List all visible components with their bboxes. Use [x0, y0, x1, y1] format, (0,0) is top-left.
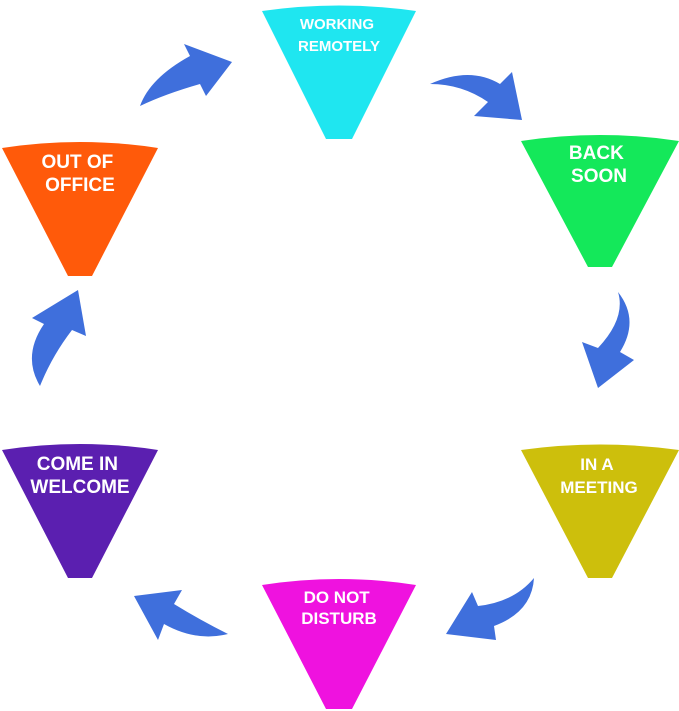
stage-label-line: DO NOT: [304, 588, 371, 607]
stage-label-line: REMOTELY: [298, 38, 380, 55]
stage-label-line: WELCOME: [30, 477, 129, 498]
stage-in-a-meeting: IN A MEETING: [521, 444, 679, 578]
stage-label: COME IN WELCOME: [30, 454, 129, 498]
stage-label: OUT OF OFFICE: [41, 152, 118, 196]
stage-label: WORKING REMOTELY: [298, 16, 380, 55]
stage-label-line: DISTURB: [301, 609, 377, 628]
stage-label-line: OUT OF: [41, 152, 113, 173]
arrow-icon: [31, 290, 86, 386]
wedge-shape: [521, 135, 679, 267]
stage-label: IN A MEETING: [560, 455, 637, 497]
stage-label-line: IN A: [580, 455, 613, 474]
arrow-icon: [430, 72, 522, 120]
stage-label-line: MEETING: [560, 478, 637, 497]
stage-working-remotely: WORKING REMOTELY: [262, 5, 416, 139]
wedge-shape: [2, 444, 158, 578]
stage-label-line: COME IN: [37, 454, 118, 475]
stage-label-line: SOON: [571, 166, 627, 187]
arrow-icon: [140, 44, 232, 106]
stage-label: DO NOT DISTURB: [301, 588, 377, 628]
cycle-arrows: [31, 44, 634, 640]
stage-label-line: WORKING: [300, 16, 374, 33]
wedge-shape: [262, 579, 416, 709]
stage-label-line: OFFICE: [45, 175, 115, 196]
arrow-icon: [134, 590, 228, 640]
wedge-shape: [521, 444, 679, 578]
arrow-icon: [446, 578, 534, 640]
wedge-shape: [2, 142, 158, 276]
wedge-shape: [262, 5, 416, 139]
stage-out-of-office: OUT OF OFFICE: [2, 142, 158, 276]
stage-label: BACK SOON: [569, 143, 629, 187]
stage-back-soon: BACK SOON: [521, 135, 679, 267]
stage-come-in-welcome: COME IN WELCOME: [2, 444, 158, 578]
stage-label-line: BACK: [569, 143, 624, 164]
arrow-icon: [582, 292, 634, 388]
stage-do-not-disturb: DO NOT DISTURB: [262, 579, 416, 709]
